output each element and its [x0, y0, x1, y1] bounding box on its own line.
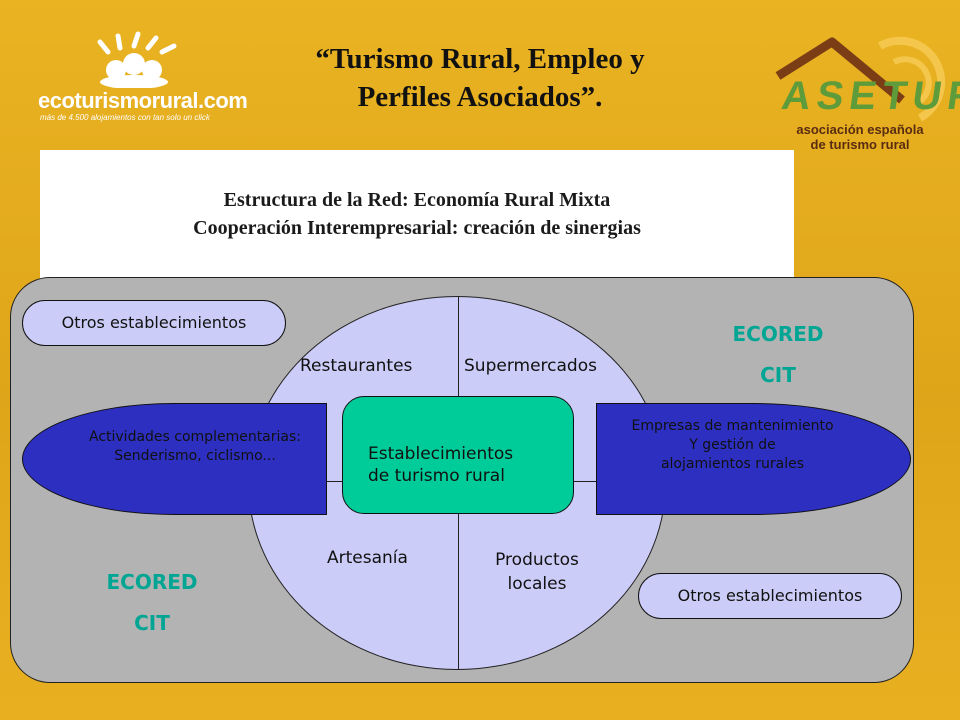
ecored-top-line2: CIT [760, 363, 796, 387]
ecored-cit-top: ECORED CIT [718, 314, 838, 396]
actividades-line1: Actividades complementarias: [88, 429, 301, 445]
section-heading-line2: Cooperación Interempresarial: creación d… [193, 217, 641, 239]
otros-establecimientos-pill-bottom: Otros establecimientos [638, 573, 902, 619]
quadrant-label-restaurantes: Restaurantes [300, 356, 413, 376]
quadrant-label-supermercados: Supermercados [464, 356, 597, 376]
ecoturismorural-tagline: más de 4.500 alojamientos con tan solo u… [40, 113, 210, 122]
ecored-cit-bottom: ECORED CIT [92, 562, 212, 644]
slide-title-line2: Perfiles Asociados”. [357, 81, 603, 113]
productos-line1: Productos [495, 550, 579, 570]
asetur-letters: ASETUR [778, 74, 960, 118]
ecored-bottom-line2: CIT [134, 611, 170, 635]
otros-establecimientos-pill-top: Otros establecimientos [22, 300, 286, 346]
slide-title: “Turismo Rural, Empleo y Perfiles Asocia… [250, 40, 710, 116]
quadrant-label-productos-locales: Productos locales [478, 548, 596, 596]
section-heading: Estructura de la Red: Economía Rural Mix… [40, 186, 794, 242]
empresas-mantenimiento-text: Empresas de mantenimiento Y gestión de a… [590, 417, 875, 474]
ecored-top-line1: ECORED [732, 322, 824, 346]
asetur-subtitle-line1: asociación española [796, 122, 924, 137]
quadrant-label-artesania: Artesanía [327, 548, 408, 568]
people-cheering-icon [97, 31, 177, 88]
establecimientos-line2: de turismo rural [368, 466, 505, 486]
ecored-bottom-line1: ECORED [106, 570, 198, 594]
establecimientos-turismo-rural-box [342, 396, 574, 514]
ecoturismorural-logo: ecoturismorural.com más de 4.500 alojami… [30, 30, 250, 130]
empresas-mantenimiento-oval [596, 403, 911, 515]
asetur-logo: ASETUR asociación española de turismo ru… [770, 36, 960, 156]
actividades-complementarias-oval [22, 403, 327, 515]
empresas-line2: Y gestión de [689, 437, 776, 453]
productos-line2: locales [507, 574, 567, 594]
actividades-line2: Senderismo, ciclismo... [114, 448, 276, 464]
empresas-line1: Empresas de mantenimiento [631, 418, 834, 434]
asetur-subtitle-line2: de turismo rural [810, 137, 910, 152]
establecimientos-turismo-rural-text: Establecimientos de turismo rural [342, 443, 574, 487]
ecoturismorural-brand: ecoturismorural.com [38, 88, 248, 113]
slide-title-line1: “Turismo Rural, Empleo y [315, 43, 645, 75]
roof-sun-icon [775, 36, 946, 122]
actividades-complementarias-text: Actividades complementarias: Senderismo,… [45, 428, 345, 466]
empresas-line3: alojamientos rurales [660, 456, 805, 472]
asetur-subtitle: asociación española de turismo rural [785, 122, 935, 152]
establecimientos-line1: Establecimientos [368, 444, 514, 464]
section-heading-line1: Estructura de la Red: Economía Rural Mix… [223, 189, 611, 211]
